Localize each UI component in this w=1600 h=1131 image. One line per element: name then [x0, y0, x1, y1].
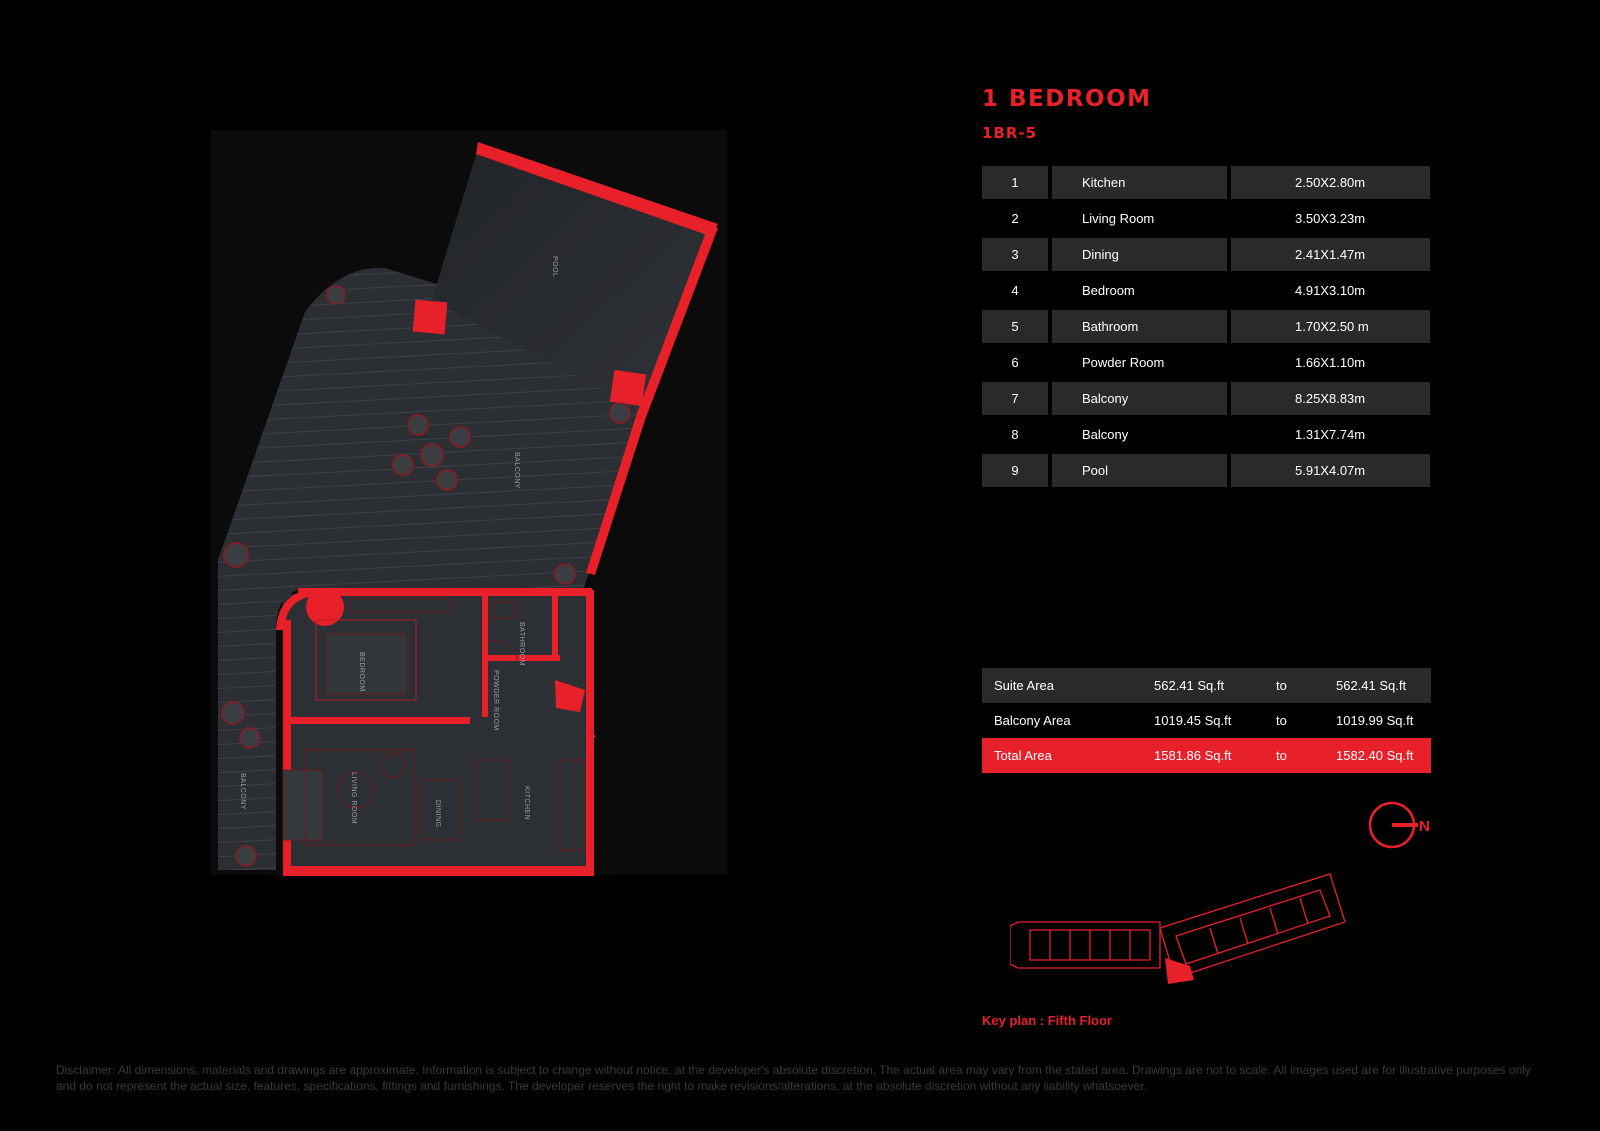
room-schedule: 1 Kitchen 2.50X2.80m 2 Living Room 3.50X… — [982, 164, 1430, 488]
area-label: Total Area — [994, 748, 1052, 763]
east-wall — [586, 416, 645, 575]
balcony-deck — [218, 267, 648, 870]
disclaimer: Disclaimer: All dimensions, materials an… — [56, 1063, 1531, 1093]
room-name: Kitchen — [1052, 165, 1227, 199]
room-number: 7 — [982, 381, 1048, 415]
table-row: 7 Balcony 8.25X8.83m — [982, 380, 1430, 416]
wardrobe — [349, 597, 451, 613]
room-dimension: 8.25X8.83m — [1231, 381, 1430, 415]
plan-label-living-room: LIVING ROOM — [350, 772, 357, 824]
plan-label-bathroom: BATHROOM — [518, 622, 525, 666]
key-plan-highlight — [1165, 958, 1194, 984]
kitchen-island — [475, 759, 509, 821]
area-label: Suite Area — [994, 678, 1054, 693]
balcony-furniture — [221, 285, 631, 867]
area-from: 562.41 Sq.ft — [1154, 678, 1225, 693]
table-row: 4 Bedroom 4.91X3.10m — [982, 272, 1430, 308]
coffee-table — [336, 771, 374, 809]
area-to: 1582.40 Sq.ft — [1336, 748, 1414, 763]
table-row: 1 Kitchen 2.50X2.80m — [982, 164, 1430, 200]
corner-wall — [276, 588, 316, 630]
room-name: Balcony — [1082, 426, 1129, 442]
room-number: 5 — [982, 309, 1048, 343]
living-rug — [304, 749, 416, 846]
area-summary: Suite Area 562.41 Sq.ft to 562.41 Sq.ft … — [982, 668, 1431, 773]
room-name: Powder Room — [1082, 354, 1165, 370]
room-name: Bedroom — [1082, 282, 1135, 298]
table-row: 6 Powder Room 1.66X1.10m — [982, 344, 1430, 380]
room-dimension: 3.50X3.23m — [1295, 210, 1366, 226]
plan-label-bedroom: BEDROOM — [358, 652, 365, 692]
room-name: Bathroom — [1052, 309, 1227, 343]
table-row: Total Area 1581.86 Sq.ft to 1582.40 Sq.f… — [982, 738, 1431, 773]
room-dimension: 5.91X4.07m — [1231, 453, 1430, 487]
entry-wall — [555, 680, 585, 712]
room-name: Living Room — [1082, 210, 1155, 226]
room-number: 9 — [982, 453, 1048, 487]
key-plan-label: Key plan : Fifth Floor — [982, 1013, 1112, 1028]
pool-wall-right — [636, 224, 718, 420]
bath-fixture — [491, 601, 515, 619]
column-circle — [306, 588, 344, 626]
room-number: 6 — [1011, 354, 1019, 370]
kitchen-counter — [559, 759, 585, 851]
area-to-word: to — [1276, 713, 1287, 728]
table-row: Suite Area 562.41 Sq.ft to 562.41 Sq.ft — [982, 668, 1431, 703]
bed-inner — [325, 633, 407, 695]
plan-label-kitchen: KITCHEN — [523, 786, 530, 820]
sofa — [282, 769, 324, 841]
room-number: 4 — [1011, 282, 1019, 298]
pool-area — [432, 148, 710, 410]
pillar-1 — [412, 299, 448, 335]
unit-code: 1BR-5 — [982, 124, 1038, 142]
key-plan — [1010, 873, 1346, 984]
area-to-word: to — [1276, 748, 1287, 763]
table-row: 3 Dining 2.41X1.47m — [982, 236, 1430, 272]
table-row: 5 Bathroom 1.70X2.50 m — [982, 308, 1430, 344]
room-number: 1 — [982, 165, 1048, 199]
table-row: Balcony Area 1019.45 Sq.ft to 1019.99 Sq… — [982, 703, 1431, 738]
plan-label-balcony-side: BALCONY — [239, 773, 246, 810]
area-to: 562.41 Sq.ft — [1336, 678, 1407, 693]
north-label: N — [1419, 818, 1430, 835]
room-dimension: 2.50X2.80m — [1231, 165, 1430, 199]
table-row: 8 Balcony 1.31X7.74m — [982, 416, 1430, 452]
room-dimension: 1.31X7.74m — [1295, 426, 1366, 442]
pool-wall — [476, 142, 718, 236]
entry-marker — [590, 732, 596, 741]
north-arrow-icon: N — [1368, 801, 1430, 849]
side-table — [380, 752, 406, 778]
bath-door-arc — [487, 639, 519, 661]
area-from: 1581.86 Sq.ft — [1154, 748, 1232, 763]
room-dimension: 1.70X2.50 m — [1231, 309, 1430, 343]
area-to-word: to — [1276, 678, 1287, 693]
room-dimension: 4.91X3.10m — [1295, 282, 1366, 298]
dining-table — [421, 779, 459, 841]
plan-label-pool: POOL — [551, 256, 558, 277]
room-number: 8 — [1011, 426, 1019, 442]
room-number: 3 — [982, 237, 1048, 271]
table-row: 9 Pool 5.91X4.07m — [982, 452, 1430, 488]
unit-title: 1 BEDROOM — [982, 86, 1152, 112]
area-to: 1019.99 Sq.ft — [1336, 713, 1414, 728]
room-name: Pool — [1052, 453, 1227, 487]
bed — [315, 619, 417, 701]
table-row: 2 Living Room 3.50X3.23m — [982, 200, 1430, 236]
room-name: Balcony — [1052, 381, 1227, 415]
interior-walls — [283, 588, 594, 876]
pillar-2 — [609, 369, 647, 407]
room-number: 2 — [1011, 210, 1019, 226]
room-name: Dining — [1052, 237, 1227, 271]
plan-label-dining: DINING — [434, 800, 441, 828]
plan-label-balcony: BALCONY — [513, 452, 520, 489]
area-from: 1019.45 Sq.ft — [1154, 713, 1232, 728]
area-label: Balcony Area — [994, 713, 1071, 728]
room-dimension: 1.66X1.10m — [1295, 354, 1366, 370]
plan-label-powder-room: POWDER ROOM — [492, 670, 499, 731]
room-dimension: 2.41X1.47m — [1231, 237, 1430, 271]
